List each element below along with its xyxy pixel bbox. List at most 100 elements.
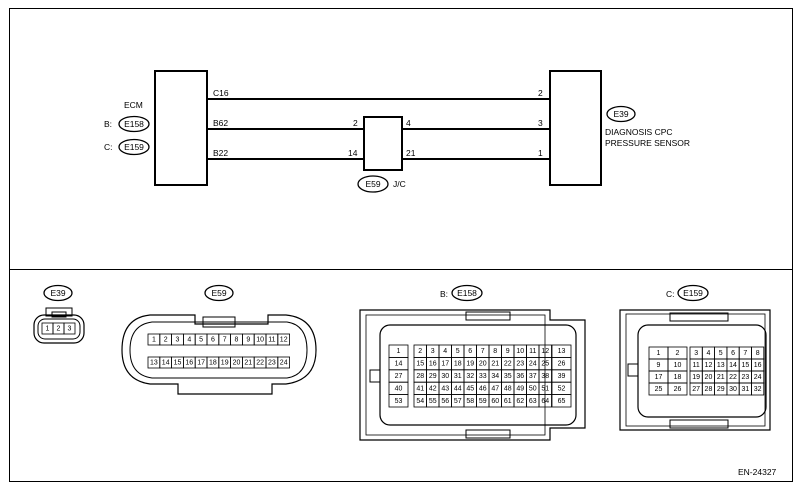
connector-frame (9, 269, 793, 482)
connector-e39-title-oval (43, 284, 73, 302)
connector-e159-pin-label: 31 (741, 386, 749, 393)
connector-e39-inner (37, 318, 81, 340)
connector-e158-pin-label: 27 (395, 373, 403, 380)
connector-e59-pin-label: 10 (256, 337, 264, 344)
wire-jc-in-pin: 2 (353, 118, 358, 128)
ecm-box (154, 70, 208, 186)
connector-e159-pin-label: 27 (692, 386, 700, 393)
connector-e158-prefix: B: (440, 289, 448, 299)
connector-e159-pin-label: 23 (741, 374, 749, 381)
connector-e59-pin-label: 1 (152, 337, 156, 344)
connector-e158-pin-label: 65 (558, 398, 566, 405)
connector-e158-pin-label: 28 (416, 373, 424, 380)
connector-e158-housing (359, 309, 586, 441)
connector-e59-pin-label: 4 (187, 337, 191, 344)
connector-e158-pin-cell (388, 394, 409, 408)
figure-id: EN-24327 (738, 467, 777, 477)
connector-e158-pin-label: 34 (491, 373, 499, 380)
connector-e158-pin-label: 11 (529, 348, 536, 355)
connector-e158-pin-label: 5 (456, 348, 460, 355)
connector-e158-pin-label: 61 (504, 398, 512, 405)
connector-e158-pin-label: 56 (441, 398, 449, 405)
connector-e39-latch-inner (51, 311, 67, 318)
connector-e59-title: E59 (211, 288, 226, 298)
connector-e158-pin-label: 51 (541, 385, 549, 392)
connector-e158-pin-label: 47 (491, 385, 499, 392)
connector-e59-pin-label: 14 (162, 360, 170, 367)
connector-e59-pin-label: 19 (221, 360, 229, 367)
wire-sensor-pin: 3 (538, 118, 543, 128)
connector-e159-pin-label: 22 (729, 374, 737, 381)
connector-e158-pin-label: 31 (454, 373, 462, 380)
jc-label: J/C (393, 179, 406, 189)
connector-e39-housing (33, 314, 85, 344)
connector-e158-pin-label: 14 (395, 361, 403, 368)
connector-e158-pin-label: 48 (504, 385, 512, 392)
connector-e158-pin-label: 43 (441, 385, 449, 392)
connector-e59-inner (129, 321, 308, 379)
connector-e59-pin-cell (277, 333, 290, 346)
connector-e158-pin-label: 22 (504, 361, 512, 368)
connector-e159-pin-label: 12 (705, 362, 713, 369)
ecm-conn-c-name: E159 (124, 142, 144, 152)
connector-e158-pin-label: 2 (418, 348, 422, 355)
connector-e158-pin-label: 3 (431, 348, 435, 355)
jc-conn-oval (357, 175, 389, 193)
connector-e158-pin-label: 15 (416, 361, 424, 368)
connector-e159-pin-label: 11 (693, 362, 700, 369)
wire-jc-in-pin: 14 (348, 148, 358, 158)
connector-e158-pin-label: 62 (516, 398, 524, 405)
connector-e159-pin-label: 7 (743, 350, 747, 357)
connector-e158-pin-label: 12 (541, 348, 549, 355)
connector-e158-pin-label: 20 (479, 361, 487, 368)
wire-jc-out-pin: 4 (406, 118, 411, 128)
connector-e158-side-lock (369, 369, 381, 383)
wire-ecm-terminal: B22 (213, 148, 228, 158)
wire-ecm-terminal: B62 (213, 118, 228, 128)
connector-e59-pin-label: 17 (197, 360, 205, 367)
connector-e159-pin-label: 16 (754, 362, 762, 369)
connector-e159-pin-label: 21 (717, 374, 725, 381)
connector-e158-pin-label: 23 (516, 361, 524, 368)
connector-e159-pin-label: 5 (719, 350, 723, 357)
connector-e159-top-latch (669, 312, 729, 322)
ecm-label: ECM (124, 100, 143, 110)
connector-e159-pin-label: 25 (655, 386, 663, 393)
connector-e59-pin-label: 11 (268, 337, 275, 344)
connector-e59-pin-label: 15 (174, 360, 182, 367)
connector-e158-pin-label: 9 (506, 348, 510, 355)
connector-e159-pin-label: 26 (674, 386, 682, 393)
connector-e158-top-latch (465, 311, 511, 321)
connector-e159-title: E159 (683, 288, 703, 298)
connector-e158-pin-label: 50 (529, 385, 537, 392)
connector-e158-pin-label: 41 (416, 385, 424, 392)
connector-e59-pin-label: 12 (280, 337, 288, 344)
connector-e158-pin-label: 33 (479, 373, 487, 380)
connector-e59-housing (121, 314, 317, 395)
sensor-conn-name: E39 (613, 109, 628, 119)
connector-e158-pin-label: 40 (395, 385, 403, 392)
connector-e59-pin-label: 22 (256, 360, 264, 367)
connector-e159-prefix: C: (666, 289, 675, 299)
connector-e39-latch (45, 307, 73, 317)
connector-e158-pin-label: 38 (541, 373, 549, 380)
connector-e158-pin-label: 19 (466, 361, 474, 368)
connector-e159-shell (625, 313, 766, 427)
connector-e59-key (202, 316, 236, 328)
connector-e39-pin-label: 1 (46, 326, 50, 333)
connector-e158-pin-label: 21 (491, 361, 499, 368)
connector-e159-pin-cell (667, 382, 688, 396)
connector-e158-pin-label: 59 (479, 398, 487, 405)
connector-e159-pin-label: 6 (731, 350, 735, 357)
connector-e159-bottom-latch (669, 419, 729, 429)
connector-e158-pin-label: 49 (516, 385, 524, 392)
connector-e59-pin-label: 23 (268, 360, 276, 367)
connector-e159-pin-label: 4 (706, 350, 710, 357)
jc-box (363, 116, 403, 171)
connector-e159-pin-label: 18 (674, 374, 682, 381)
connector-e159-pin-label: 32 (754, 386, 762, 393)
connector-e158-pin-label: 25 (541, 361, 549, 368)
connector-e59-pin-label: 7 (223, 337, 227, 344)
